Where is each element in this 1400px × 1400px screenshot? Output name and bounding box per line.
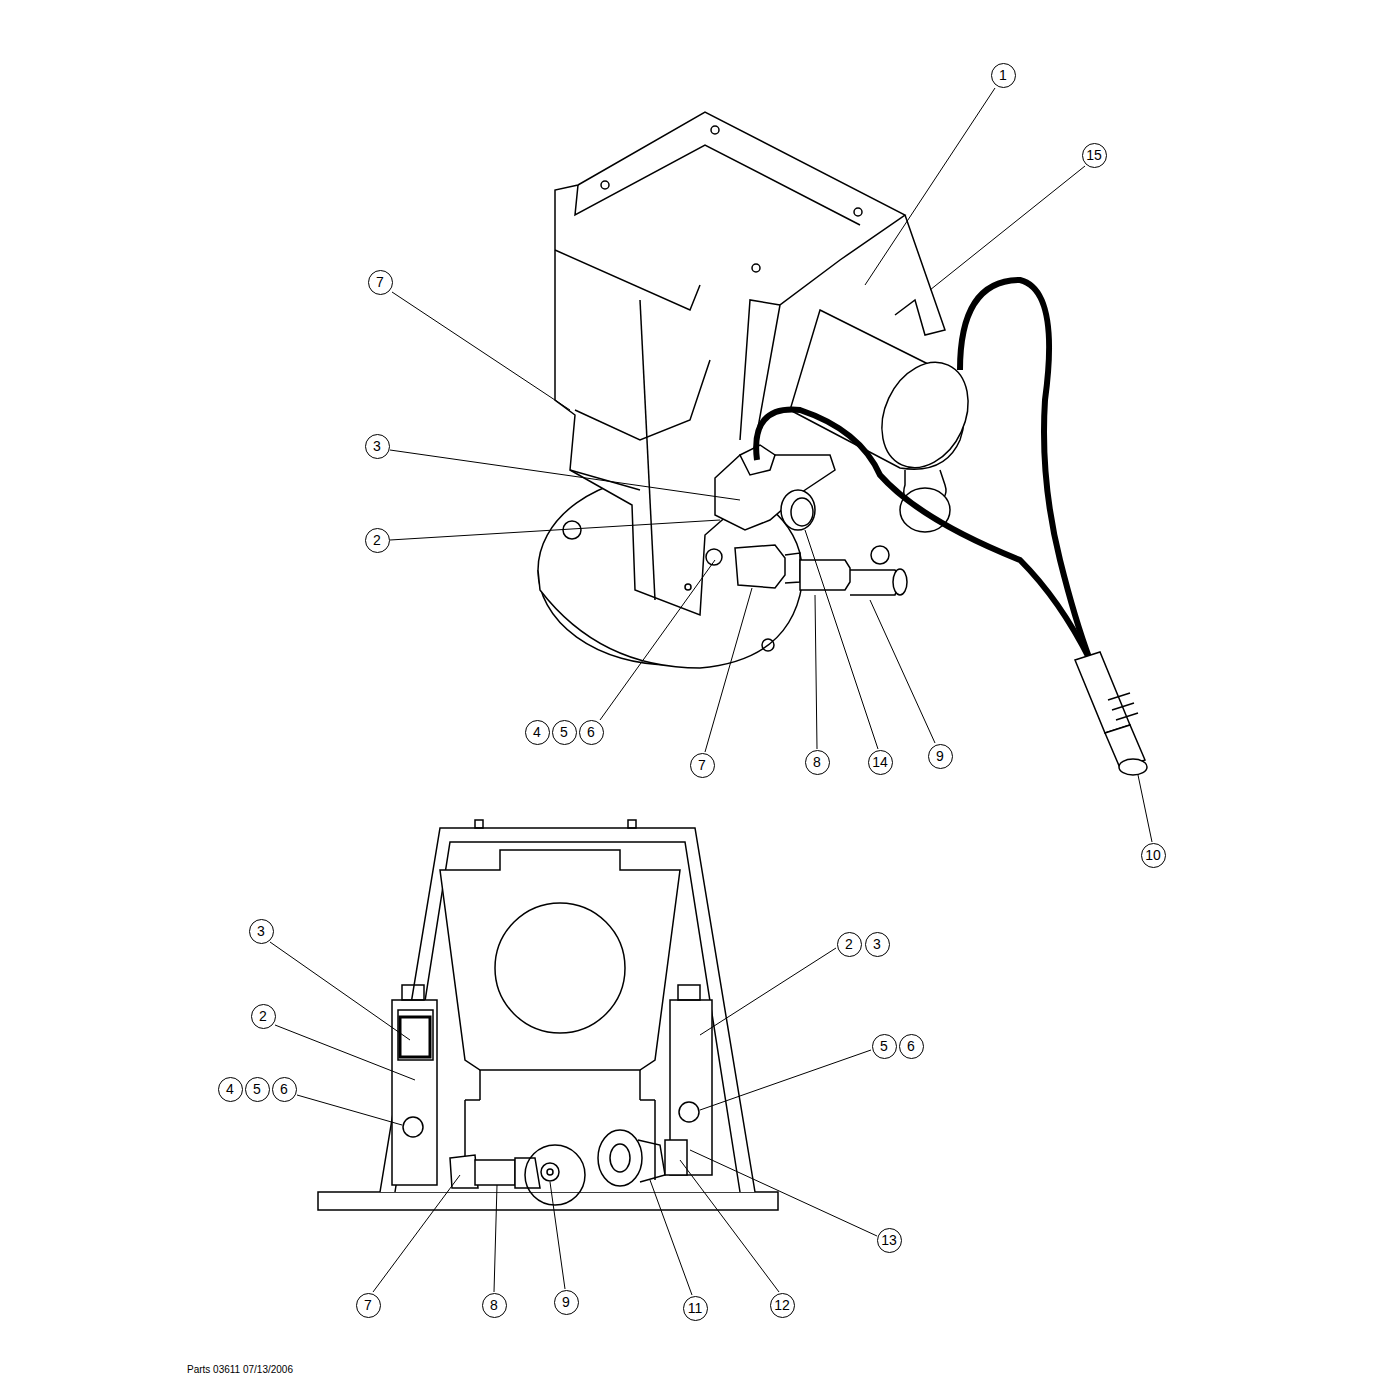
- callout-number: 1: [991, 63, 1016, 88]
- callout-number: 7: [368, 270, 393, 295]
- callout-number: 3: [249, 919, 274, 944]
- callout-number: 6: [899, 1034, 924, 1059]
- callout-number: 14: [868, 750, 893, 775]
- base-plate: [318, 1192, 778, 1210]
- callout-number: 4: [218, 1077, 243, 1102]
- callout-number: 5: [872, 1034, 897, 1059]
- callout-number: 4: [525, 720, 550, 745]
- callout-number: 2: [251, 1004, 276, 1029]
- frame: [380, 828, 755, 1192]
- callout-number: 15: [1082, 143, 1107, 168]
- callout-number: 6: [579, 720, 604, 745]
- callout-number: 3: [865, 932, 890, 957]
- callout-number: 13: [877, 1228, 902, 1253]
- callout-number: 2: [837, 932, 862, 957]
- callout-number: 9: [554, 1290, 579, 1315]
- callout-number: 7: [690, 753, 715, 778]
- callout-number: 9: [928, 744, 953, 769]
- callout-number: 12: [770, 1293, 795, 1318]
- valve-block: [715, 455, 835, 530]
- callout-number: 7: [356, 1293, 381, 1318]
- callout-number: 11: [683, 1296, 708, 1321]
- callout-number: 5: [552, 720, 577, 745]
- callout-number: 8: [805, 750, 830, 775]
- callout-number: 3: [365, 434, 390, 459]
- callout-number: 10: [1141, 843, 1166, 868]
- callout-number: 8: [482, 1293, 507, 1318]
- note-text: Parts 03611 07/13/2006: [187, 1364, 293, 1376]
- callout-number: 5: [245, 1077, 270, 1102]
- callout-number: 6: [272, 1077, 297, 1102]
- leader-lines: [270, 88, 1152, 1295]
- callout-number: 2: [365, 528, 390, 553]
